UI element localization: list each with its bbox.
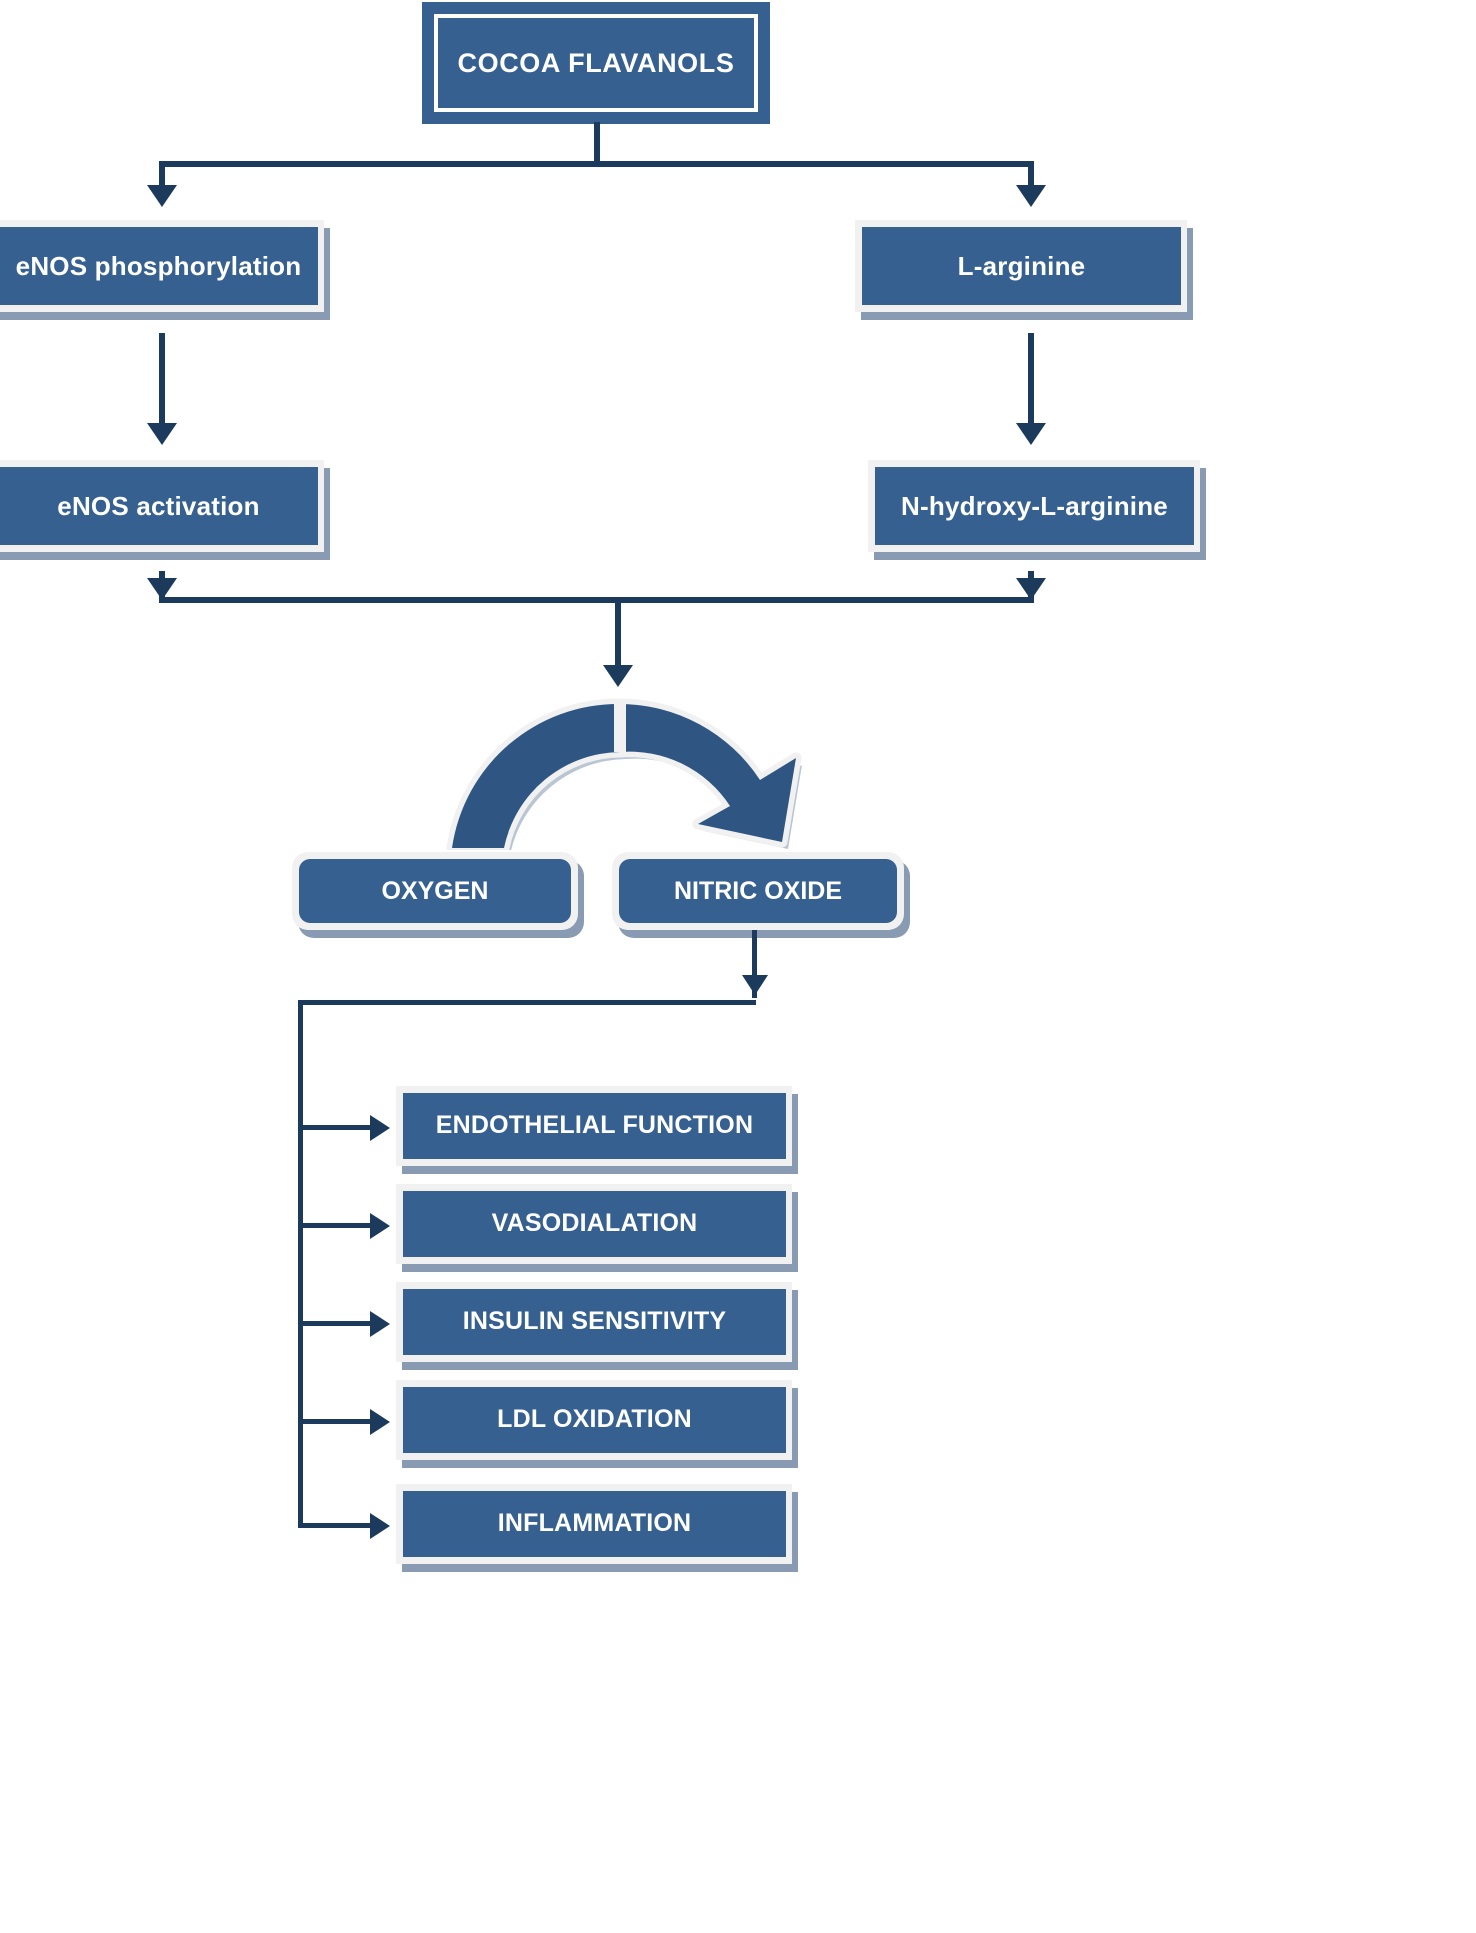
node-cocoa-flavanols-label: COCOA FLAVANOLS xyxy=(457,47,735,78)
node-enos-activation-fill: eNOS activation xyxy=(0,467,318,545)
arrowhead-to-l-arginine xyxy=(1016,185,1046,207)
connector-branch-insulin xyxy=(298,1321,376,1326)
connector-no-down xyxy=(752,930,757,998)
node-endothelial-function[interactable]: ENDOTHELIAL FUNCTION xyxy=(396,1086,792,1166)
node-ldl-oxidation-fill: LDL OXIDATION xyxy=(403,1387,786,1453)
node-enos-phosphorylation-fill: eNOS phosphorylation xyxy=(0,227,318,305)
connector-top-stem xyxy=(594,122,600,164)
node-ldl-oxidation-label: LDL OXIDATION xyxy=(497,1405,692,1434)
arrowhead-merge-right xyxy=(1016,578,1046,600)
connector-branch-endothelial xyxy=(298,1125,376,1130)
connector-outcome-spine xyxy=(298,1000,303,1528)
arrowhead-vasodialation xyxy=(370,1213,390,1239)
node-inflammation-fill: INFLAMMATION xyxy=(403,1491,786,1557)
node-cocoa-flavanols-inner: COCOA FLAVANOLS xyxy=(434,14,758,112)
node-enos-activation[interactable]: eNOS activation xyxy=(0,460,324,552)
node-nitric-oxide-fill: NITRIC OXIDE xyxy=(619,859,897,923)
curved-arrow-body xyxy=(452,703,796,848)
arrowhead-merge-center xyxy=(603,665,633,687)
curved-reaction-arrow xyxy=(430,690,810,855)
connector-enos-phos-to-activation xyxy=(159,333,165,425)
arrowhead-endothelial xyxy=(370,1115,390,1141)
node-l-arginine-fill: L-arginine xyxy=(862,227,1181,305)
node-nitric-oxide-label: NITRIC OXIDE xyxy=(673,876,843,905)
connector-left-drop xyxy=(159,161,165,187)
node-insulin-sensitivity[interactable]: INSULIN SENSITIVITY xyxy=(396,1282,792,1362)
connector-branch-ldl xyxy=(298,1419,376,1424)
node-vasodialation-fill: VASODIALATION xyxy=(403,1191,786,1257)
node-n-hydroxy-l-arginine-label: N-hydroxy-L-arginine xyxy=(901,490,1168,521)
node-endothelial-function-label: ENDOTHELIAL FUNCTION xyxy=(435,1111,754,1140)
connector-outcome-bus-top xyxy=(298,1000,756,1005)
node-insulin-sensitivity-fill: INSULIN SENSITIVITY xyxy=(403,1289,786,1355)
node-l-arginine-label: L-arginine xyxy=(957,250,1086,281)
arrowhead-to-enos-activation xyxy=(147,423,177,445)
arrowhead-no-to-bus xyxy=(742,975,768,995)
node-vasodialation-label: VASODIALATION xyxy=(491,1209,698,1238)
node-enos-phosphorylation-label: eNOS phosphorylation xyxy=(15,250,302,281)
node-l-arginine[interactable]: L-arginine xyxy=(855,220,1187,312)
node-enos-activation-label: eNOS activation xyxy=(57,490,260,521)
node-nitric-oxide[interactable]: NITRIC OXIDE xyxy=(612,852,904,930)
node-inflammation-label: INFLAMMATION xyxy=(497,1509,692,1538)
node-enos-phosphorylation[interactable]: eNOS phosphorylation xyxy=(0,220,324,312)
node-inflammation[interactable]: INFLAMMATION xyxy=(396,1484,792,1564)
curved-reaction-arrow-svg xyxy=(446,698,802,855)
arrowhead-insulin xyxy=(370,1311,390,1337)
node-cocoa-flavanols[interactable]: COCOA FLAVANOLS xyxy=(422,2,770,124)
node-insulin-sensitivity-label: INSULIN SENSITIVITY xyxy=(462,1307,727,1336)
arrowhead-to-n-hydroxy-l-arginine xyxy=(1016,423,1046,445)
node-endothelial-function-fill: ENDOTHELIAL FUNCTION xyxy=(403,1093,786,1159)
connector-branch-vasodialation xyxy=(298,1223,376,1228)
node-oxygen-fill: OXYGEN xyxy=(299,859,571,923)
connector-top-split xyxy=(159,161,1034,167)
node-n-hydroxy-l-arginine-fill: N-hydroxy-L-arginine xyxy=(875,467,1194,545)
arrowhead-ldl xyxy=(370,1409,390,1435)
arrowhead-merge-left xyxy=(147,578,177,600)
arrowhead-inflammation xyxy=(370,1513,390,1539)
arrowhead-to-enos-phosphorylation xyxy=(147,185,177,207)
node-oxygen-label: OXYGEN xyxy=(381,876,489,905)
node-ldl-oxidation[interactable]: LDL OXIDATION xyxy=(396,1380,792,1460)
connector-right-drop xyxy=(1028,161,1034,187)
connector-larginine-to-nhydroxy xyxy=(1028,333,1034,425)
node-oxygen[interactable]: OXYGEN xyxy=(292,852,578,930)
node-vasodialation[interactable]: VASODIALATION xyxy=(396,1184,792,1264)
connector-merge-bar xyxy=(159,597,1034,603)
connector-branch-inflammation xyxy=(298,1523,376,1528)
node-n-hydroxy-l-arginine[interactable]: N-hydroxy-L-arginine xyxy=(868,460,1200,552)
connector-merge-stem xyxy=(615,597,621,675)
